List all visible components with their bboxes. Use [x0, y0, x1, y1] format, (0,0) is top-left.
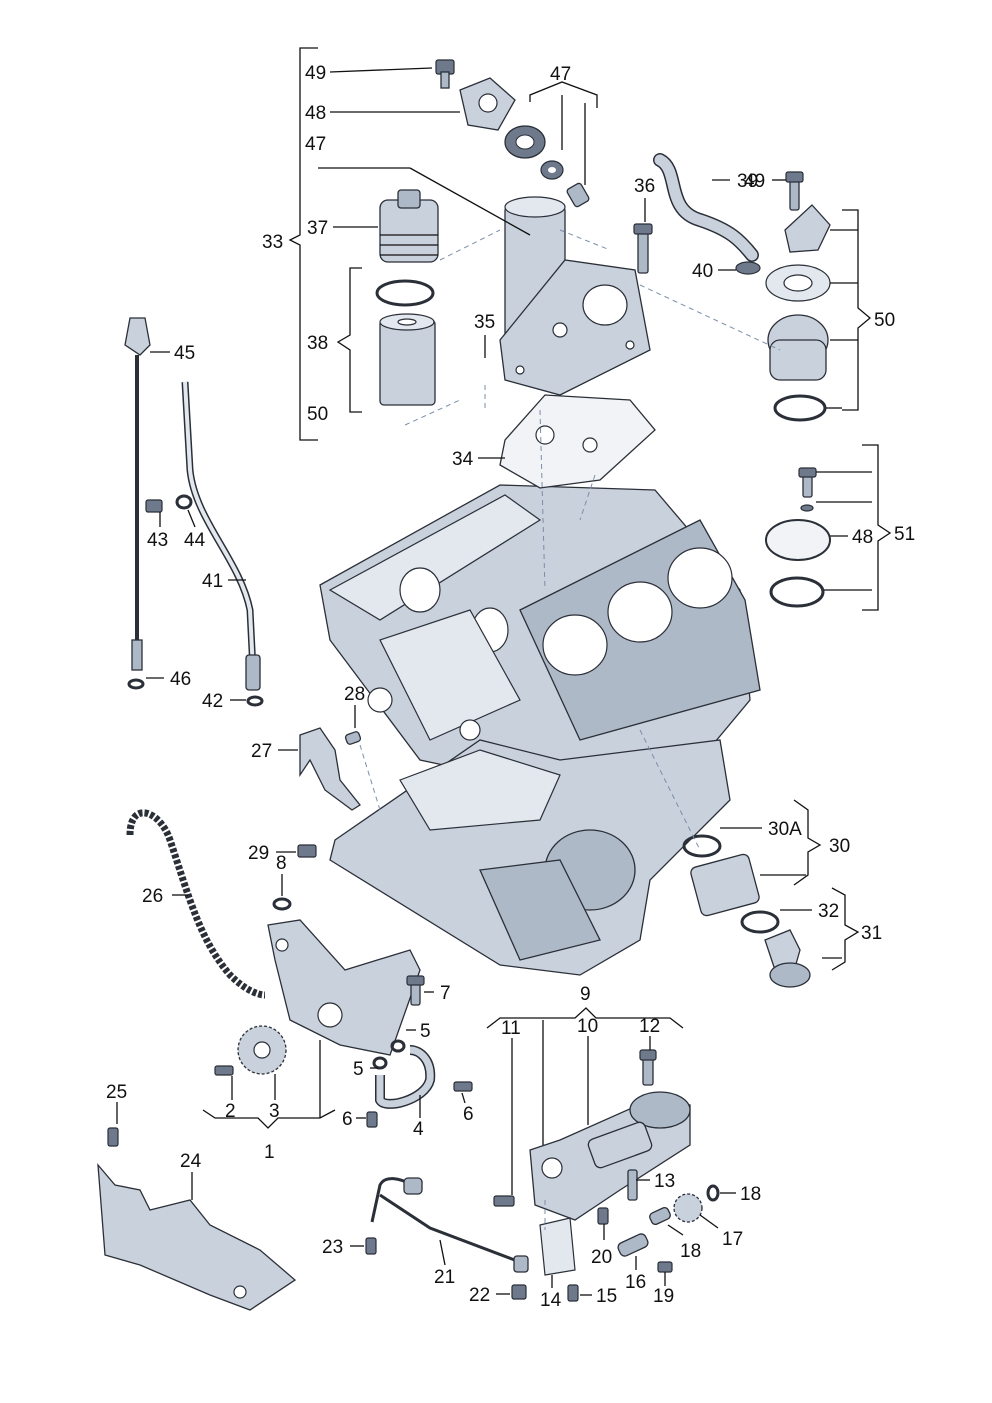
- bracket-27: [299, 727, 361, 811]
- sprocket-3: [237, 1025, 287, 1075]
- pump-assembly-9: [493, 1049, 720, 1302]
- washer-44: [175, 494, 193, 510]
- label-3: 3: [269, 1101, 280, 1122]
- label-13: 13: [654, 1171, 675, 1192]
- label-48-right: 48: [852, 527, 873, 548]
- oil-pipe-21: [365, 1177, 529, 1300]
- label-6-right: 6: [463, 1104, 474, 1125]
- heat-shield-24: [97, 1127, 297, 1311]
- label-5-left: 5: [353, 1059, 364, 1080]
- label-35: 35: [474, 312, 495, 333]
- label-18-left: 18: [680, 1241, 701, 1262]
- bolt-6b: [453, 1081, 473, 1092]
- cover-48: [435, 59, 516, 131]
- label-6-left: 6: [342, 1109, 353, 1130]
- label-18-right: 18: [740, 1184, 761, 1205]
- label-28: 28: [344, 684, 365, 705]
- dipstick-45: [124, 317, 151, 690]
- label-38: 38: [307, 333, 328, 354]
- label-8: 8: [276, 853, 287, 874]
- assembly-51: [765, 467, 831, 608]
- engine-block: [319, 484, 761, 791]
- label-30a: 30A: [768, 819, 802, 840]
- label-48: 48: [305, 103, 326, 124]
- pin-28: [344, 731, 362, 745]
- label-47-top: 47: [550, 64, 571, 85]
- label-50-left: 50: [307, 404, 328, 425]
- label-42: 42: [202, 691, 223, 712]
- label-9: 9: [580, 984, 591, 1005]
- label-26: 26: [142, 886, 163, 907]
- label-15: 15: [596, 1286, 617, 1307]
- label-44: 44: [184, 530, 206, 551]
- label-30: 30: [829, 836, 850, 857]
- label-40: 40: [692, 261, 713, 282]
- label-51: 51: [894, 524, 915, 545]
- valve-50-assembly: [765, 171, 831, 422]
- label-32: 32: [818, 901, 839, 922]
- pipe-4: [372, 1039, 436, 1109]
- label-41: 41: [202, 571, 223, 592]
- seal-47: [504, 125, 590, 208]
- label-20: 20: [591, 1247, 612, 1268]
- oil-filter-cap: [379, 189, 439, 263]
- bolt-43: [145, 499, 163, 513]
- label-25: 25: [106, 1082, 127, 1103]
- bolt-36: [637, 227, 649, 274]
- label-27: 27: [251, 741, 272, 762]
- leader-lines: [116, 47, 892, 1296]
- label-37: 37: [307, 218, 328, 239]
- label-49: 49: [305, 63, 326, 84]
- label-2: 2: [225, 1101, 236, 1122]
- bolt-2: [214, 1065, 234, 1076]
- label-34: 34: [452, 449, 474, 470]
- oil-filter-element: [379, 313, 436, 406]
- label-47: 47: [305, 134, 326, 155]
- label-12: 12: [639, 1016, 660, 1037]
- label-7: 7: [440, 983, 451, 1004]
- label-19: 19: [653, 1286, 674, 1307]
- label-10: 10: [577, 1016, 598, 1037]
- label-22: 22: [469, 1285, 490, 1306]
- label-14: 14: [540, 1290, 562, 1311]
- label-16: 16: [625, 1272, 646, 1293]
- label-46: 46: [170, 669, 191, 690]
- label-21: 21: [434, 1267, 455, 1288]
- label-5-right: 5: [420, 1021, 431, 1042]
- chain-26: [126, 809, 266, 999]
- callout-labels: 49 48 47 47 33 37 38 50 35 34 36 39 49 4…: [106, 63, 915, 1311]
- label-11: 11: [501, 1018, 521, 1039]
- label-1: 1: [264, 1142, 275, 1163]
- label-43: 43: [147, 530, 168, 551]
- label-50-right: 50: [874, 310, 895, 331]
- o-ring-38: [375, 279, 435, 307]
- clamp-40: [735, 261, 761, 275]
- label-36: 36: [634, 176, 655, 197]
- label-39: 39: [737, 171, 758, 192]
- gasket-34: [499, 394, 656, 489]
- label-31: 31: [861, 923, 882, 944]
- label-33: 33: [262, 232, 283, 253]
- dashed-assembly-lines: [359, 229, 781, 1230]
- oil-pump-1: [267, 897, 425, 1056]
- label-29: 29: [248, 843, 269, 864]
- label-4: 4: [413, 1119, 424, 1140]
- label-45: 45: [174, 343, 195, 364]
- label-24: 24: [180, 1151, 202, 1172]
- label-17: 17: [722, 1229, 743, 1250]
- oil-cooler-30: [682, 834, 811, 988]
- bolt-6a: [366, 1111, 378, 1128]
- oil-filter-housing: [499, 196, 651, 396]
- label-49-right: 49: [744, 171, 765, 192]
- oil-pan: [329, 739, 731, 976]
- bolt-29: [297, 844, 317, 858]
- label-23: 23: [322, 1237, 343, 1258]
